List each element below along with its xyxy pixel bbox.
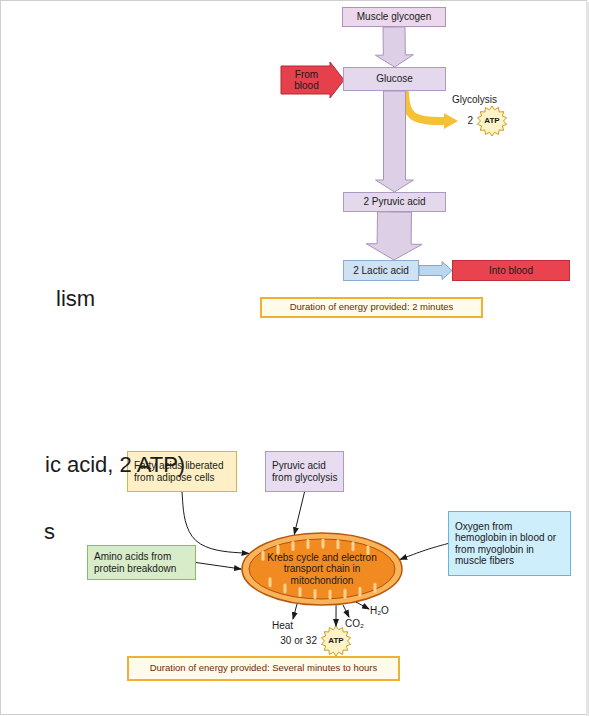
glycolysis-arrow [405,91,446,121]
inner-membrane [249,539,395,599]
block-arrow [376,91,414,192]
crista [374,584,377,591]
process-box: Glucose [343,67,446,91]
crista [359,588,362,595]
output-label: H₂O [370,605,389,617]
output-label: CO₂ [345,618,364,630]
block-arrow [375,27,413,67]
box-text: Muscle glycogen [357,11,431,23]
box-text: Pyruvic acid from glycolysis [272,460,342,483]
arrow-outline [281,62,344,98]
box-text: Glucose [376,73,413,85]
atp-burst: 2ATP [458,106,508,136]
box-text: 2 Pyruvic acid [363,196,425,208]
box-text: Krebs cycle and electron transport chain… [259,552,385,587]
duration-box: Duration of energy provided: Several min… [127,656,400,681]
output-arrow [343,605,349,617]
atp-count: 30 or 32 [280,635,317,647]
crista [344,590,347,597]
process-box: 2 Lactic acid [343,260,419,281]
crista [299,589,302,596]
input-arrow-line [182,492,249,553]
box-text: Duration of energy provided: Several min… [150,663,378,674]
starburst: ATP [476,106,508,136]
mitochondrion: Krebs cycle and electron transport chain… [241,532,403,606]
crista [352,543,355,550]
input-arrow-line [400,544,448,560]
input-box: Oxygen from hemoglobin in blood or from … [448,511,571,576]
slide-text: ic acid, 2 ATP) [45,452,185,477]
crista [262,552,265,559]
input-box: Amino acids from protein breakdown [87,545,196,580]
output-arrow-line [335,605,336,626]
crista [314,590,317,597]
box-text: From blood [287,69,327,92]
outer-membrane [242,533,402,605]
crista [322,540,325,547]
atp-text: ATP [320,626,352,656]
input-box: Pyruvic acid from glycolysis [265,451,344,492]
block-arrow [419,262,452,280]
crista [329,591,332,598]
crista [307,541,310,548]
edge-label: Glycolysis [452,94,497,106]
input-arrow: From blood [281,62,344,98]
frame-shadow [586,2,589,716]
crista [284,585,287,592]
crista [292,542,295,549]
starburst: ATP [320,626,352,656]
box-text: Oxygen from hemoglobin in blood or from … [455,521,559,567]
box-text: Into blood [489,265,533,277]
atp-text: ATP [476,106,508,136]
box-text: 2 Lactic acid [353,265,409,277]
box-text: Duration of energy provided: 2 minutes [290,302,454,313]
output-box: Into blood [452,260,570,281]
output-arrow [356,602,369,609]
source-box: Muscle glycogen [342,7,446,27]
output-label: Heat [272,620,293,632]
slide-text: s [44,519,55,544]
process-box: 2 Pyruvic acid [343,192,446,212]
output-arrow [293,604,297,619]
slide-text: lism [56,286,95,311]
crista [269,579,272,586]
duration-box: Duration of energy provided: 2 minutes [260,297,483,318]
input-arrow-line [196,563,241,570]
crista [337,541,340,548]
atp-count: 2 [467,115,473,127]
box-text: Amino acids from protein breakdown [94,551,190,574]
input-arrow-line [294,492,304,534]
block-arrow [366,212,422,260]
